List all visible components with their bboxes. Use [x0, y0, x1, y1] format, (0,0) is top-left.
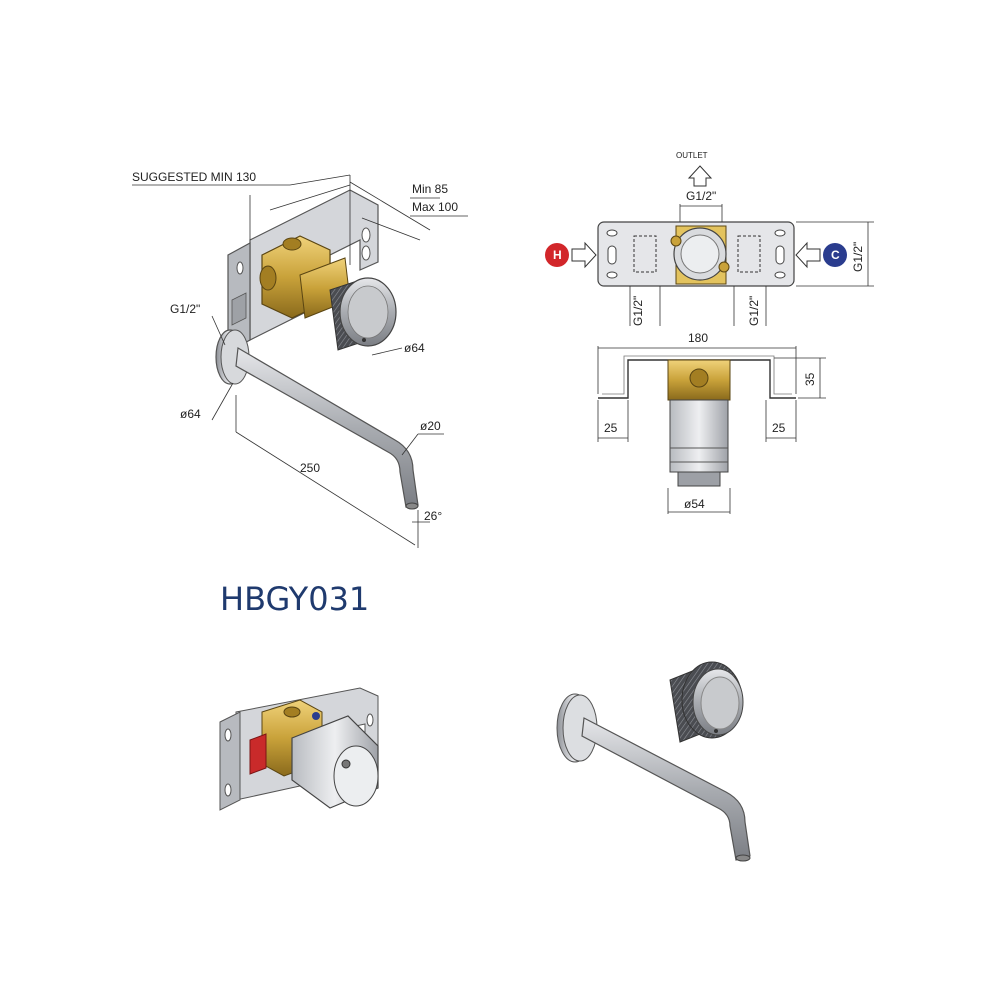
right-port-thread-label: G1/2" — [747, 296, 761, 326]
hot-inlet-arrow — [571, 241, 597, 269]
right-flange-label: 25 — [772, 421, 786, 435]
front-height-label: 35 — [803, 372, 817, 386]
model-code: HBGY031 — [220, 580, 369, 618]
outlet-label: OUTLET — [676, 151, 708, 160]
depth-min-label: Min 85 — [412, 182, 448, 196]
spout-length-label: 250 — [300, 461, 320, 475]
cold-badge — [823, 243, 847, 267]
spout-angle-label: 26° — [424, 509, 442, 523]
rough-in-valve-render — [219, 687, 379, 811]
suggested-min-label: SUGGESTED MIN 130 — [132, 170, 256, 184]
top-view-drawing: OUTLET G1/2" H C G1/2" G1/2" G1/2" — [545, 151, 874, 326]
cold-badge-label: C — [831, 248, 840, 262]
outlet-arrow — [687, 165, 713, 187]
spout-assembly — [215, 329, 419, 510]
front-width-label: 180 — [688, 331, 708, 345]
handle-knob — [329, 277, 397, 351]
spout-thread-label: G1/2" — [170, 302, 200, 316]
left-port-thread-label: G1/2" — [631, 296, 645, 326]
handle-dia-label: ø64 — [404, 341, 425, 355]
front-view-drawing: 180 35 25 25 ø54 — [597, 331, 826, 514]
hot-inlet-cap — [249, 733, 267, 775]
iso-dimension-lines — [132, 174, 468, 548]
hot-badge — [545, 243, 569, 267]
body-dia-label: ø54 — [684, 497, 705, 511]
isometric-assembly-drawing: SUGGESTED MIN 130 Min 85 Max 100 G1/2" ø… — [132, 170, 468, 548]
hot-badge-label: H — [553, 248, 562, 262]
spout-handle-render — [556, 661, 751, 862]
depth-max-label: Max 100 — [412, 200, 458, 214]
side-thread-label: G1/2" — [851, 242, 865, 272]
spout-dia-label: ø20 — [420, 419, 441, 433]
left-flange-label: 25 — [604, 421, 618, 435]
front-cartridge-body — [669, 399, 729, 473]
plate-dia-label: ø64 — [180, 407, 201, 421]
outlet-thread-label: G1/2" — [686, 189, 716, 203]
cold-inlet-arrow — [795, 241, 821, 269]
cold-inlet-marker — [312, 712, 320, 720]
